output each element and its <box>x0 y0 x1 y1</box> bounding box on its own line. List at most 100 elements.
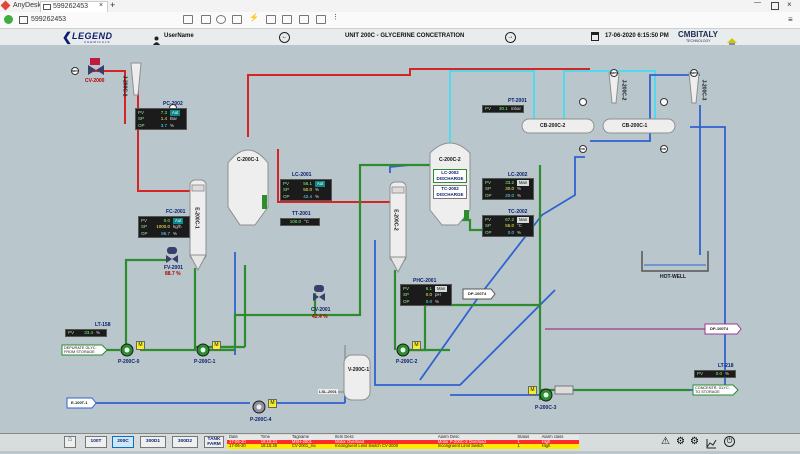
display-icon[interactable] <box>183 15 193 24</box>
ejector-j200c1-label[interactable]: J-200C-1 <box>121 75 128 97</box>
tc2002-op[interactable]: 0.0 <box>507 229 514 235</box>
new-tab-icon[interactable]: + <box>110 0 116 10</box>
tt2001-display[interactable]: 100.0°C <box>280 218 320 226</box>
dp100t4-link-2[interactable]: DP-100T4 <box>710 326 729 331</box>
maintenance-icon[interactable]: ⚙ <box>690 436 699 447</box>
next-page-button[interactable]: → <box>505 32 516 43</box>
screenshot-icon[interactable] <box>282 15 292 24</box>
settings-icon[interactable]: ⚙ <box>676 436 685 447</box>
column-c200c1-label[interactable]: C-200C-1 <box>237 157 259 163</box>
condenser-cb200c2-label[interactable]: CB-200C-2 <box>540 123 566 129</box>
lc2001-op[interactable]: 42.4 <box>303 193 312 199</box>
audio-icon[interactable] <box>216 15 226 24</box>
lc2001-sp[interactable]: 50.0 <box>303 187 312 193</box>
vessel-v200c1-label[interactable]: V-200C-1 <box>348 367 370 373</box>
pump-p200c2-label[interactable]: P-200C-2 <box>396 359 418 365</box>
op-label: OP <box>485 229 492 235</box>
switch-sides-icon[interactable] <box>299 15 309 24</box>
session-tab[interactable]: 599262453 × <box>40 1 108 12</box>
phc2001-mode[interactable]: Man <box>435 286 448 293</box>
pt2001-tag: PT-2001 <box>508 98 527 104</box>
cmb-brand-sub: TECHNOLOGY <box>686 39 711 43</box>
tc2002-discharge-button[interactable]: TC-2002 DISCHARGE <box>433 185 467 199</box>
trend-icon[interactable] <box>706 436 717 449</box>
nav-100t-button[interactable]: 100T <box>85 436 107 448</box>
lc2002-mode[interactable]: Man <box>517 180 530 187</box>
concentrated-glycerine-outlet[interactable]: CONCENTR. GLYC. TO STORAGE <box>695 386 735 394</box>
alarm-row[interactable]: 17-06-20 18:15:26 CV-2001_Inc Incongruen… <box>227 444 579 449</box>
exchanger-e200c1-label[interactable]: E-200C-1 <box>193 207 200 229</box>
e100t1-link[interactable]: E-100T-1 <box>71 400 88 405</box>
pc2002-sp[interactable]: 1.4 <box>160 116 167 122</box>
motor-badge-p200c3[interactable]: M <box>528 386 537 395</box>
nav-200c-button[interactable]: 200C <box>112 436 134 448</box>
exchanger-e200c2-label[interactable]: E-200C-2 <box>392 209 399 231</box>
alarm-col-tagname: Tagname <box>289 435 334 440</box>
pump-p200c0-label[interactable]: P-200C-0 <box>118 359 140 365</box>
pump-p200c3-label[interactable]: P-200C-3 <box>535 405 557 411</box>
pc2002-sp-unit: Bar <box>170 116 178 122</box>
lc2001-tag: LC-2001 <box>292 172 312 178</box>
motor-badge-p200c0[interactable]: M <box>136 341 145 350</box>
alarm-table[interactable]: Date Time Tagname Item Desc Alarm Desc S… <box>227 435 579 449</box>
more-icon[interactable]: ⋮ <box>332 14 339 21</box>
fc2001-sp[interactable]: 1000.0 <box>156 224 170 230</box>
phc2001-sp[interactable]: 0.0 <box>425 292 432 298</box>
mpc-tag-right2: MPC <box>691 71 698 75</box>
keyboard-icon[interactable] <box>232 15 242 24</box>
close-window-icon[interactable]: × <box>787 0 792 9</box>
level-switch-lsl2001: LSL-2001 <box>318 389 338 394</box>
alarm-cell: 1 <box>515 439 540 445</box>
pump-p200c4-label[interactable]: P-200C-4 <box>250 417 272 423</box>
fc2001-mode[interactable]: Aut <box>173 218 184 225</box>
record-icon[interactable] <box>266 15 276 24</box>
pc2002-mode[interactable]: Aut <box>170 110 181 117</box>
lc2001-mode[interactable]: Aut <box>315 181 326 188</box>
maximize-icon[interactable] <box>771 2 779 10</box>
fc2001-op[interactable]: 86.7 <box>161 230 170 236</box>
motor-badge-p200c1[interactable]: M <box>212 341 221 350</box>
nav-300d2-button[interactable]: 300D2 <box>172 436 198 448</box>
actions-icon[interactable]: ⚡ <box>249 13 259 22</box>
home-button[interactable]: ⌂ <box>64 436 76 448</box>
lc2002-op[interactable]: 20.0 <box>505 192 514 198</box>
lc2002-sp[interactable]: 30.0 <box>505 186 514 192</box>
alarm-row[interactable]: 17-06-20 18:15:24 MSH-2001 Motor Overloa… <box>227 439 579 445</box>
column-c200c2-label[interactable]: C-200C-2 <box>439 157 461 163</box>
pc2002-op[interactable]: 3.7 <box>160 122 167 128</box>
ejector-j200c2-label[interactable]: J-200C-2 <box>620 79 627 101</box>
nav-300d1-button[interactable]: 300D1 <box>140 436 166 448</box>
depurate-glycerine-inlet[interactable]: DEPURATE GLYC. FROM STORAGE <box>64 346 104 354</box>
lc2002-discharge-button[interactable]: LC-2002 DISCHARGE <box>433 169 467 183</box>
chat-icon[interactable] <box>201 15 211 24</box>
valve-cv2000-label[interactable]: CV-2000 <box>85 78 105 84</box>
motor-badge-p200c2[interactable]: M <box>412 341 421 350</box>
tc2002-mode[interactable]: Man <box>517 217 530 224</box>
motor-badge-p200c4[interactable]: M <box>268 399 277 408</box>
tc2002-sp[interactable]: 55.0 <box>505 223 514 229</box>
dp100t4-link[interactable]: DP-100T4 <box>468 291 487 296</box>
file-transfer-icon[interactable] <box>316 15 326 24</box>
phc2001-op[interactable]: 0.0 <box>425 298 432 304</box>
alarm-warning-icon[interactable]: ⚠ <box>661 436 670 447</box>
menu-icon[interactable]: ≡ <box>788 15 793 24</box>
minimize-icon[interactable]: — <box>754 0 761 6</box>
ejector-j200c3-label[interactable]: J-200C-3 <box>700 79 707 101</box>
nav-tankfarm-button[interactable]: TANK FARM <box>204 436 224 448</box>
valve-fv2001-label[interactable]: FV-2001 <box>164 265 183 271</box>
pump-p200c1-label[interactable]: P-200C-1 <box>194 359 216 365</box>
condenser-cb200c1-label[interactable]: CB-200C-1 <box>622 123 648 129</box>
close-tab-icon[interactable]: × <box>99 2 104 9</box>
previous-page-button[interactable]: ← <box>279 32 290 43</box>
power-icon[interactable]: ⏻ <box>724 436 735 447</box>
valve-cv2001-label[interactable]: CV-2001 <box>311 307 331 313</box>
